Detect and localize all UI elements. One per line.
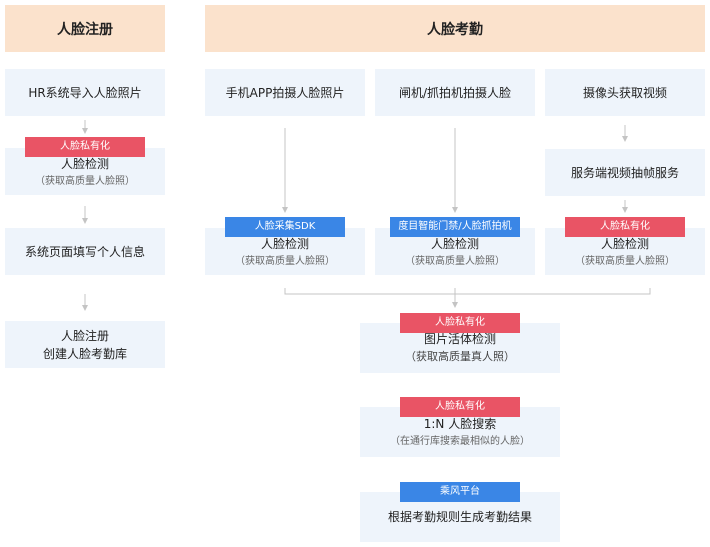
search-title: 1:N 人脸搜索 (423, 417, 497, 431)
detect-title: 人脸检测 (260, 236, 309, 251)
source-gate-box: 闸机/抓拍机拍摄人脸 (375, 69, 535, 116)
detect-sub: （获取高质量人脸照） (575, 255, 675, 267)
detect-title: 人脸检测 (600, 236, 649, 251)
detect-tag-gate: 度目智能门禁/人脸抓拍机 (390, 217, 520, 237)
source-camera-label: 摄像头获取视频 (582, 85, 667, 100)
enroll-line2: 创建人脸考勤库 (42, 346, 127, 361)
result-title: 根据考勤规则生成考勤结果 (387, 510, 532, 524)
source-mobile-box: 手机APP拍摄人脸照片 (205, 69, 365, 116)
search-sub: （在通行库搜索最相似的人脸） (390, 436, 530, 447)
register-detect-title: 人脸检测 (60, 156, 109, 171)
register-detect-sub: （获取高质量人脸照） (35, 175, 135, 187)
enroll-box: 人脸注册 创建人脸考勤库 (5, 321, 165, 368)
source-camera-box: 摄像头获取视频 (545, 69, 705, 116)
liveness-sub: （获取高质量真人照） (405, 350, 515, 363)
header-attendance: 人脸考勤 (205, 5, 705, 52)
fill-info-box: 系统页面填写个人信息 (5, 228, 165, 275)
detect-tag-sdk: 人脸采集SDK (225, 217, 345, 237)
fill-info-label: 系统页面填写个人信息 (24, 244, 145, 259)
detect-title: 人脸检测 (430, 236, 479, 251)
hr-import-label: HR系统导入人脸照片 (28, 85, 142, 100)
liveness-title: 图片活体检测 (423, 332, 496, 346)
frame-service-box: 服务端视频抽帧服务 (545, 149, 705, 196)
header-register: 人脸注册 (5, 5, 165, 52)
merge-bracket (284, 288, 651, 295)
detect-sub: （获取高质量人脸照） (235, 255, 335, 267)
search-tag: 人脸私有化 (400, 397, 520, 417)
source-mobile-label: 手机APP拍摄人脸照片 (225, 85, 345, 100)
frame-service-label: 服务端视频抽帧服务 (570, 165, 679, 180)
enroll-line1: 人脸注册 (60, 328, 109, 343)
result-box: 根据考勤规则生成考勤结果 (360, 492, 560, 542)
liveness-tag: 人脸私有化 (400, 313, 520, 333)
hr-import-box: HR系统导入人脸照片 (5, 69, 165, 116)
register-detect-tag: 人脸私有化 (25, 137, 145, 157)
detect-sub: （获取高质量人脸照） (405, 255, 505, 267)
source-gate-label: 闸机/抓拍机拍摄人脸 (398, 85, 512, 100)
detect-tag-private: 人脸私有化 (565, 217, 685, 237)
result-tag: 乘风平台 (400, 482, 520, 502)
